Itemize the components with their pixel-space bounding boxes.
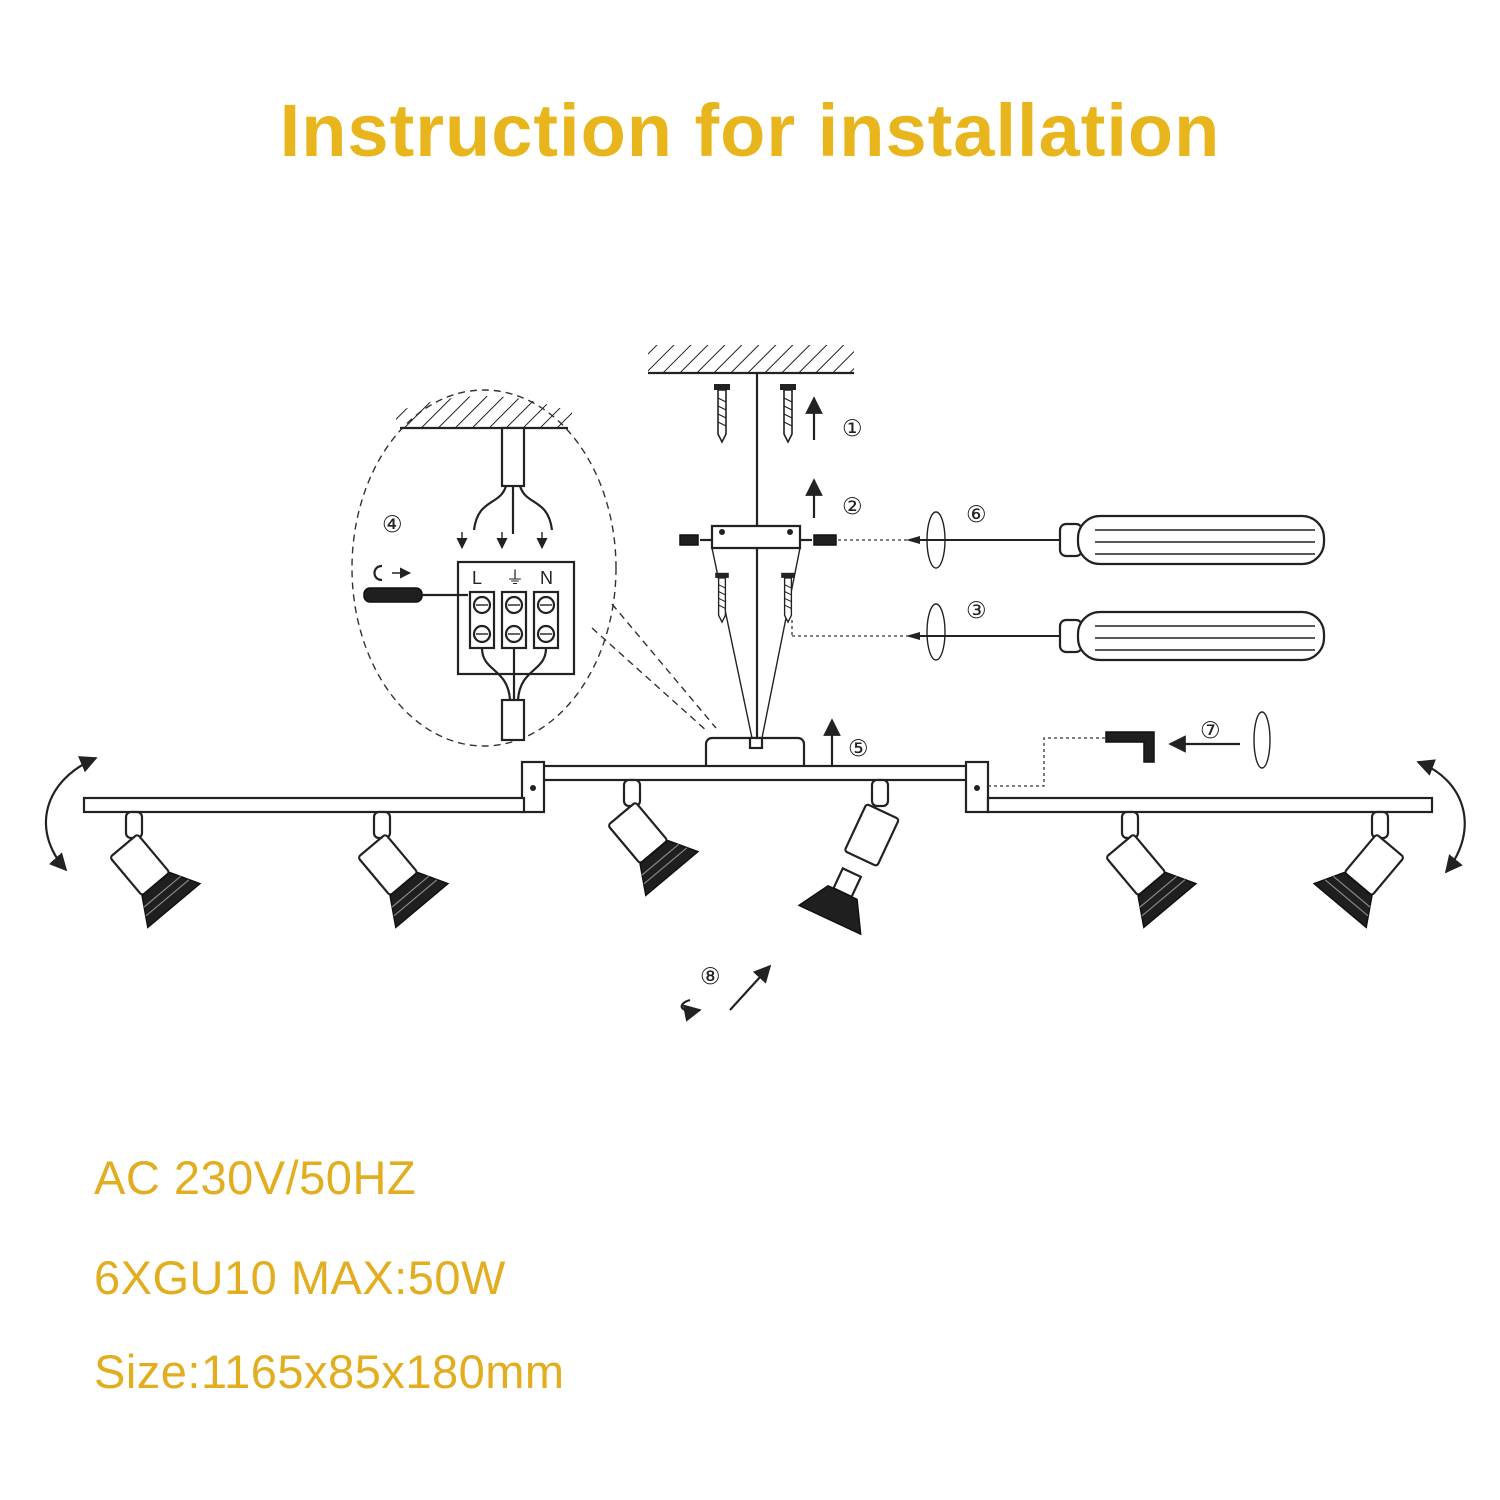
step-1-label: ① xyxy=(842,416,863,442)
allen-key-icon xyxy=(1105,731,1155,763)
step-4-wiring-detail: ④ L ⏚ N xyxy=(351,389,717,747)
arrow-icon xyxy=(729,964,772,1011)
step-6-screwdriver: ⑥ xyxy=(838,502,1326,569)
step-3-label: ③ xyxy=(966,598,987,624)
step-1-screws: ① xyxy=(713,383,863,443)
ceiling xyxy=(648,345,854,375)
center-rail xyxy=(538,764,972,782)
spotlight-icon xyxy=(96,810,201,929)
step-6-label: ⑥ xyxy=(966,502,987,528)
step-5-label: ⑤ xyxy=(848,736,869,762)
spec-size: Size:1165x85x180mm xyxy=(94,1345,565,1398)
rotate-arrow-icon xyxy=(926,603,946,661)
rotate-arrow-icon xyxy=(373,564,383,582)
page-title: Instruction for installation xyxy=(279,89,1221,172)
spec-bulbs: 6XGU10 MAX:50W xyxy=(94,1251,506,1304)
screw-icon xyxy=(780,572,796,623)
step-7-label: ⑦ xyxy=(1200,718,1221,744)
step-4-label: ④ xyxy=(382,512,403,538)
step-5-canopy: ⑤ xyxy=(704,718,869,774)
gu10-bulb xyxy=(797,866,863,936)
screw-icon xyxy=(714,572,730,623)
terminal-neutral-label: N xyxy=(540,568,553,588)
right-rail xyxy=(986,796,1434,814)
step-7-allen-key: ⑦ xyxy=(988,711,1271,787)
spotlight-icon xyxy=(797,778,900,936)
terminal-earth-label: ⏚ xyxy=(506,568,524,588)
step-2-label: ② xyxy=(842,494,863,520)
terminal-live-label: L xyxy=(472,568,482,588)
rotate-arrow-icon xyxy=(44,756,98,872)
screwdriver-icon xyxy=(363,587,423,603)
rotate-arrow-icon xyxy=(1253,711,1271,769)
step-8-label: ⑧ xyxy=(700,964,721,990)
spotlight-icon xyxy=(1313,810,1418,929)
rotate-arrow-icon xyxy=(680,998,702,1022)
rotate-arrow-icon xyxy=(926,511,946,569)
step-8-bulb-insert: ⑧ xyxy=(680,964,772,1022)
screw-icon xyxy=(779,383,797,443)
screw-icon xyxy=(713,383,731,443)
spotlight-icon xyxy=(1092,810,1197,929)
step-2-bracket: ② xyxy=(679,478,863,739)
spotlight-icon xyxy=(344,810,449,929)
left-rail xyxy=(82,796,526,814)
spotlight-icon xyxy=(594,778,699,897)
step-3-screwdriver: ③ xyxy=(791,598,1326,662)
spec-voltage: AC 230V/50HZ xyxy=(94,1151,417,1204)
rotate-arrow-icon xyxy=(1416,759,1466,874)
